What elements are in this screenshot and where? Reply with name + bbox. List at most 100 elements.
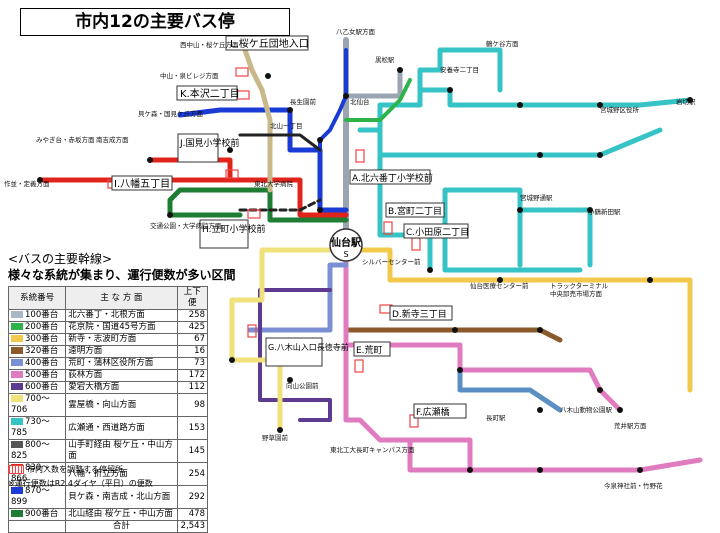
route-line-730-c <box>377 127 663 158</box>
stop-A-label: A.北六番丁小学校前 <box>352 172 433 184</box>
sendai-station-marker <box>329 228 363 262</box>
adjust-stop-mark <box>354 359 364 373</box>
stop-B-label: B.宮町二丁目 <box>388 205 442 217</box>
header-direction: 主 な 方 面 <box>65 286 178 310</box>
route-line-900 <box>167 187 349 223</box>
route-count: 425 <box>176 321 209 334</box>
stop-dot <box>617 407 623 413</box>
route-line-730-e <box>417 47 503 93</box>
header-count: 上下便 <box>176 286 209 310</box>
place-labels: 八乙女駅方面 西中山・桜ケ丘方面 中山・泉ビレジ方面 貝ケ森・国見ケ丘方面 みや… <box>4 27 696 490</box>
route-color-swatch <box>11 441 23 448</box>
stop-dot <box>497 277 503 283</box>
route-color-swatch <box>11 510 23 517</box>
stop-dot <box>317 137 323 143</box>
place-label: 南吉成方面 <box>96 135 129 144</box>
route-number: 830～866 <box>11 463 50 484</box>
place-label: 東北工大長町キャンパス方面 <box>330 445 415 454</box>
stop-dot <box>537 327 543 333</box>
route-direction: 北山経由 桜ケ丘・中山方面 <box>65 508 178 521</box>
route-color-swatch <box>11 335 23 342</box>
route-line-500-c <box>407 437 703 473</box>
stop-dot <box>537 152 543 158</box>
place-label: 鶴ケ谷方面 <box>486 39 519 48</box>
route-color-swatch <box>11 347 23 354</box>
route-direction: 北六番丁・北根方面 <box>65 309 178 322</box>
route-direction: 遠明方面 <box>65 345 178 358</box>
place-label: 中山・泉ビレジ方面 <box>160 71 219 80</box>
stop-dot <box>517 102 523 108</box>
stop-dot <box>37 177 43 183</box>
route-number: 400番台 <box>25 358 59 368</box>
stop-G-label: G.八木山入口長徳寺前 <box>268 342 349 352</box>
route-count: 153 <box>176 416 209 440</box>
stop-dot <box>587 207 593 213</box>
total-label: 合計 <box>65 520 178 533</box>
route-number: 200番台 <box>25 322 59 332</box>
route-count: 172 <box>176 369 209 382</box>
place-label: 北仙台 <box>350 97 370 106</box>
section-title: <バスの主要幹線> <box>8 252 113 266</box>
stop-C-label: C.小田原二丁目 <box>406 227 469 238</box>
route-line-200 <box>344 78 412 122</box>
route-color-swatch <box>11 383 23 390</box>
place-label: トラックターミナル <box>550 281 609 290</box>
stop-dot <box>227 147 233 153</box>
route-color-swatch <box>11 418 23 425</box>
route-line-730 <box>357 87 693 133</box>
route-number: 800～825 <box>11 440 50 461</box>
adjust-stop-mark <box>235 67 249 77</box>
route-line-830 <box>37 177 349 218</box>
legend-text: 市内人数を調整する停留所 <box>27 465 123 474</box>
stop-dots <box>37 67 693 473</box>
route-color-swatch <box>11 371 23 378</box>
stop-J-label: J.国見小学校前 <box>179 137 240 149</box>
route-line-800 <box>238 198 322 212</box>
stop-dot <box>597 387 603 393</box>
place-label: 宮城野区役所 <box>600 105 640 114</box>
stop-dot <box>517 207 523 213</box>
route-number: 500番台 <box>25 370 59 380</box>
total-row: 合計 2,543 <box>7 520 209 533</box>
stop-F-label: F.広瀬橋 <box>416 406 450 418</box>
place-label: 荒井駅方面 <box>614 421 647 430</box>
route-direction: 愛宕大橋方面 <box>65 381 178 394</box>
place-label: 長町駅 <box>486 414 506 422</box>
stop-I-label: I.八幡五丁目 <box>114 177 170 190</box>
route-line-500-b <box>343 342 473 473</box>
stop-K-label: K.本沢二丁目 <box>180 87 240 100</box>
stop-dot <box>647 277 653 283</box>
stop-dot <box>287 377 293 383</box>
place-label: 長生園前 <box>290 97 317 106</box>
route-color-swatch <box>11 395 23 402</box>
footnote: ※運行便数はR2.4ダイヤ（平日）の便数 <box>8 479 153 488</box>
stop-dot <box>537 407 543 413</box>
place-label: みやぎ台・赤坂方面 <box>36 135 95 144</box>
route-line-800-b <box>238 133 322 152</box>
header-route-number: 系統番号 <box>7 286 67 310</box>
place-label: 野草園前 <box>262 433 289 442</box>
adjust-stop-mark <box>225 169 239 179</box>
adjust-stop-mark <box>247 324 257 338</box>
route-count: 145 <box>176 439 209 463</box>
stop-dot <box>687 97 693 103</box>
stop-dot <box>277 427 283 433</box>
route-number: 900番台 <box>25 509 59 519</box>
route-number: 100番台 <box>25 310 59 320</box>
route-count: 16 <box>176 345 209 358</box>
bus-route-map: 仙台駅 S L.桜ケ丘団地入口 K.本沢二丁目 J.国見小学校前 I.八幡五丁目… <box>4 27 703 490</box>
stop-L-label: L.桜ケ丘団地入口 <box>230 37 309 50</box>
route-number: 700～706 <box>11 394 50 415</box>
place-label: 北山一丁目 <box>270 121 303 130</box>
route-direction: 荻林方面 <box>65 369 178 382</box>
route-line-730-b <box>377 127 583 273</box>
stop-dot <box>597 152 603 158</box>
stop-dot <box>597 102 603 108</box>
stop-dot <box>265 73 271 79</box>
